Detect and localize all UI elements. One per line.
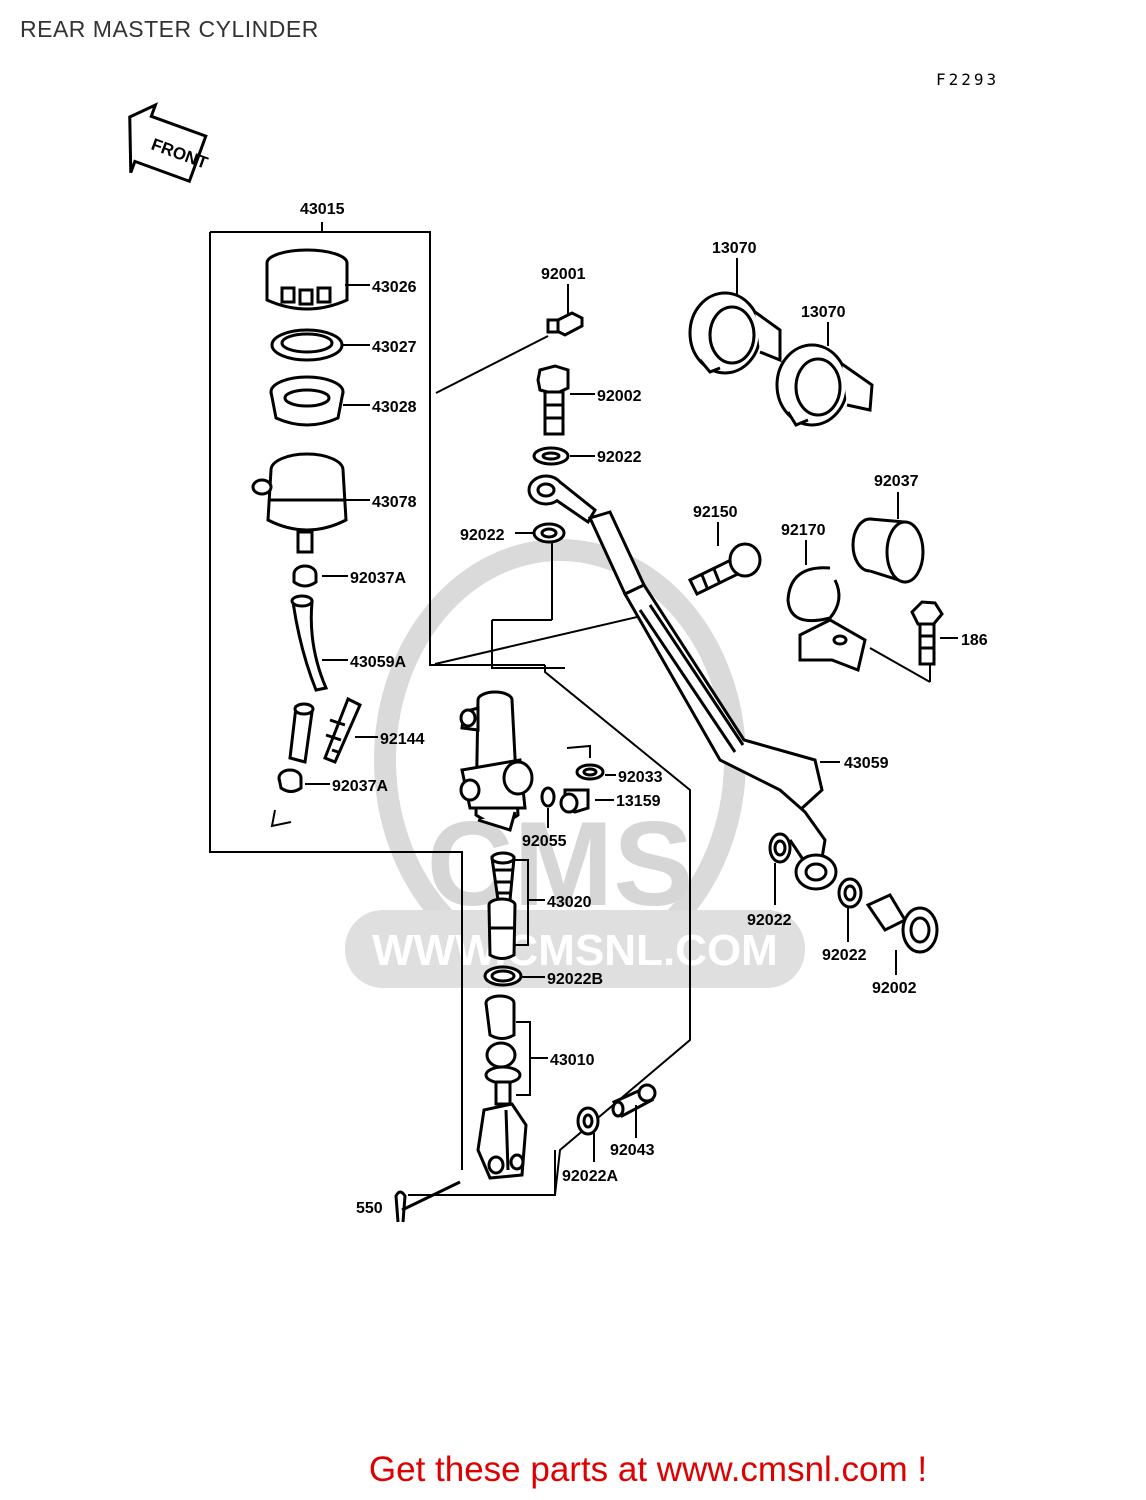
part-label-43059A: 43059A	[350, 654, 406, 671]
banjo-bolt-lower	[865, 893, 939, 954]
part-label-92055: 92055	[522, 833, 567, 850]
hose-clamp-upper	[292, 564, 318, 588]
push-rod-43010	[484, 1041, 522, 1106]
connector-13159	[559, 788, 590, 814]
master-cylinder-body	[459, 690, 534, 832]
bolt-92150	[687, 542, 762, 597]
part-label-92043: 92043	[610, 1142, 655, 1159]
hose-clamp-lower	[277, 768, 303, 793]
banjo-fitting-upper	[527, 474, 597, 525]
part-label-92002-lower: 92002	[872, 980, 917, 997]
washer-92022-lower-right	[837, 877, 863, 909]
footer-parts-link[interactable]: Get these parts at www.cmsnl.com !	[0, 1450, 1146, 1490]
part-label-43015: 43015	[300, 201, 345, 218]
reservoir-tank	[251, 452, 348, 554]
o-ring-92055	[540, 786, 556, 808]
part-label-92022B: 92022B	[547, 971, 603, 988]
footer-link-text[interactable]: Get these parts at www.cmsnl.com !	[368, 1450, 928, 1489]
bolt-186	[910, 600, 944, 666]
banjo-fitting-lower	[794, 853, 838, 891]
dust-boot-43010	[484, 994, 516, 1040]
part-label-92022-lower-right: 92022	[822, 947, 867, 964]
bracket	[798, 618, 867, 673]
brake-hose-43059	[587, 510, 827, 873]
hose-clamp-13070-lower	[775, 343, 874, 427]
direction-mark	[270, 809, 292, 828]
part-label-92170: 92170	[781, 522, 826, 539]
washer-92022-lower-left	[768, 832, 792, 864]
part-label-92150: 92150	[693, 504, 738, 521]
part-label-92144: 92144	[380, 731, 425, 748]
part-label-92022-mid: 92022	[460, 527, 505, 544]
part-label-92037: 92037	[874, 473, 919, 490]
part-label-92022-lower-left: 92022	[747, 912, 792, 929]
pin-92043	[611, 1083, 657, 1119]
part-label-43059: 43059	[844, 755, 889, 772]
grommet-92037	[851, 517, 925, 584]
part-label-43026: 43026	[372, 279, 417, 296]
part-label-92033: 92033	[618, 769, 663, 786]
leader-lines	[305, 258, 958, 1162]
washer-92022A	[576, 1106, 600, 1136]
parts-diagram: CMS WWW.CMSNL.COM FRONT	[128, 102, 988, 1223]
reservoir-diaphragm	[269, 375, 345, 427]
piston-43020	[487, 897, 517, 960]
watermark-logo: CMS	[427, 797, 694, 931]
part-label-43078: 43078	[372, 494, 417, 511]
part-label-92037A-upper: 92037A	[350, 570, 406, 587]
part-label-92002-upper: 92002	[597, 388, 642, 405]
group-bracket-lines	[209, 222, 931, 1196]
part-label-550: 550	[356, 1200, 383, 1217]
cotter-pin-550	[394, 1180, 461, 1223]
washer-92022-upper	[532, 446, 570, 466]
reservoir-hose	[290, 594, 329, 692]
part-label-186: 186	[961, 632, 988, 649]
part-label-92022-upper: 92022	[597, 449, 642, 466]
figure-code: F2293	[936, 70, 1000, 89]
part-label-43020: 43020	[547, 894, 592, 911]
front-direction-arrow-icon: FRONT	[128, 102, 211, 184]
clevis	[476, 1102, 528, 1180]
bolt-92001	[546, 311, 584, 337]
part-label-43010: 43010	[550, 1052, 595, 1069]
clip-92170	[786, 566, 841, 623]
reservoir-diaphragm-plate	[270, 328, 344, 362]
part-label-13070-upper: 13070	[712, 240, 757, 257]
part-label-43027: 43027	[372, 339, 417, 356]
part-label-13159: 13159	[616, 793, 661, 810]
part-labels: 43015 43026 43027 43028 43078 92037A 430…	[300, 201, 988, 1217]
snap-ring-92033	[575, 763, 605, 781]
hose-clamp-13070-upper	[688, 291, 782, 375]
part-label-13070-lower: 13070	[801, 304, 846, 321]
circlip-92022B	[483, 965, 523, 987]
part-label-43028: 43028	[372, 399, 417, 416]
watermark-url: WWW.CMSNL.COM	[372, 926, 778, 975]
page-title: REAR MASTER CYLINDER	[20, 16, 319, 42]
washer-92022-mid	[532, 522, 566, 544]
reservoir-cap	[265, 248, 349, 311]
part-label-92037A-lower: 92037A	[332, 778, 388, 795]
hose-protector	[288, 696, 362, 764]
part-label-92022A: 92022A	[562, 1168, 618, 1185]
banjo-bolt-upper	[536, 364, 570, 436]
part-label-92001: 92001	[541, 266, 586, 283]
